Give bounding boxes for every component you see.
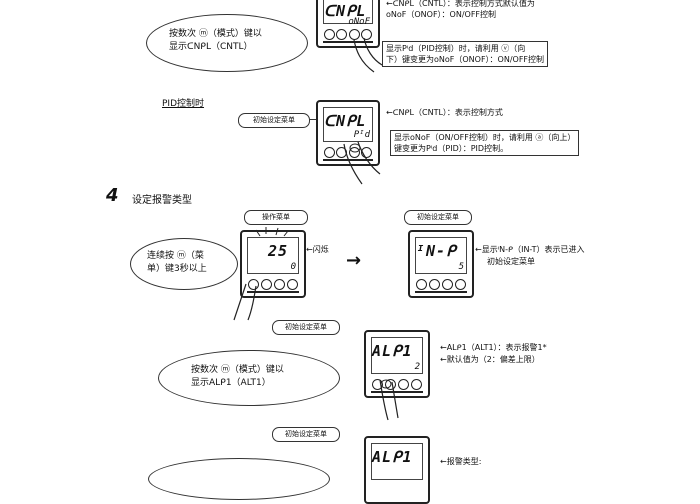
finger-illustration (379, 379, 399, 421)
controller-display-bottom: ALᑭ1 (364, 436, 430, 504)
step-title: 设定报警类型 (132, 195, 192, 206)
bottom-tag-initial-menu: 初始设定菜单 (272, 427, 340, 442)
info-box-pid: 显示ᴏNᴏF（ON/OFF控制）时，请利用 ⓐ（向上） 键变更为Pᴵd（PID）… (390, 130, 580, 156)
instruction-bubble-alt1: 按数次 ⓜ（模式）键以 显示ALᑭ1（ALT1） (158, 350, 340, 406)
finger-illustration (353, 38, 385, 73)
note-alt1-line2: ←默认值为（2：偏差上限） (440, 355, 540, 364)
display-main-text: ᑕNᑭL (324, 112, 367, 130)
device-buttons (324, 29, 372, 40)
device-buttons (248, 279, 298, 290)
display-sub-text: 2 (414, 362, 420, 372)
display-main-text: ALᑭ1 (372, 342, 413, 360)
display-main-text: ᑕNᑭL (324, 2, 367, 20)
note-cntl-line2: ᴏNᴏF（ONOF）：ON/OFF控制 (386, 10, 497, 19)
device-buttons (416, 279, 466, 290)
pid-tag-initial-menu: 初始设定菜单 (238, 113, 310, 128)
display-sub-text: ᴏNᴏF (348, 17, 370, 27)
tag-initial-menu: 初始设定菜单 (404, 210, 472, 225)
step-number: 4 (106, 185, 119, 206)
alt1-tag-initial-menu: 初始设定菜单 (272, 320, 340, 335)
tag-operation-menu: 操作菜单 (244, 210, 308, 225)
device-buttons (372, 379, 422, 390)
finger-illustration (233, 283, 257, 321)
controller-display-initial: ᴵN-ᑭ 5 (408, 230, 474, 298)
note-alarm-type: ←报警类型: (440, 457, 482, 466)
blink-rays-icon (255, 227, 289, 237)
pid-heading: PID控制时 (162, 99, 205, 109)
note-pid-cntl: ←ᑕNᑭL（CNTL）：表示控制方式 (386, 108, 503, 117)
finger-illustration (343, 141, 381, 185)
display-sub-text: 0 (290, 262, 296, 272)
note-cntl-line1: ←ᑕNᑭL（CNTL）：表示控制方式默认值为 (386, 0, 535, 8)
device-buttons (324, 147, 372, 158)
controller-display-alt1: ALᑭ1 2 (364, 330, 430, 398)
note-in-t-line2: 初始设定菜单 (487, 257, 535, 266)
instruction-bubble-cntl: 按数次 ⓜ（模式）键以 显示ᑕNᑭL（CNTL） (146, 14, 308, 72)
blink-note: ←闪烁 (306, 245, 329, 254)
note-in-t-line1: ←显示ᴵN-ᑭ（IN-T）表示已进入 (475, 245, 585, 254)
controller-display-top: ᑕNᑭL ᴏNᴏF (316, 0, 380, 48)
note-alt1-line1: ←ALᑭ1（ALT1）：表示报警1* (440, 343, 547, 352)
controller-display-pid: ᑕNᑭL Pᴵd (316, 100, 380, 166)
display-sub-text: Pᴵd (353, 130, 370, 140)
display-main-text: 25 (268, 242, 289, 260)
instruction-bubble-menu: 连续按 ⓜ（菜 单）键3秒以上 (130, 238, 238, 290)
controller-display-operation: 25 0 (240, 230, 306, 298)
display-sub-text: 5 (458, 262, 464, 272)
display-main-text: ALᑭ1 (372, 448, 413, 466)
transition-arrow: → (346, 250, 362, 271)
instruction-bubble-bottom (148, 458, 330, 500)
bubble-text-line2: 显示ᑕNᑭL（CNTL） (169, 42, 253, 52)
display-main-text: ᴵN-ᑭ (416, 242, 457, 260)
info-box-onof: 显示Pᴵd（PID控制）时，请利用 ⓥ（向 下）键变更为ᴏNᴏF（ONOF）：O… (382, 41, 549, 67)
display-screen (323, 0, 373, 25)
bubble-text-line1: 按数次 ⓜ（模式）键以 (169, 29, 262, 39)
